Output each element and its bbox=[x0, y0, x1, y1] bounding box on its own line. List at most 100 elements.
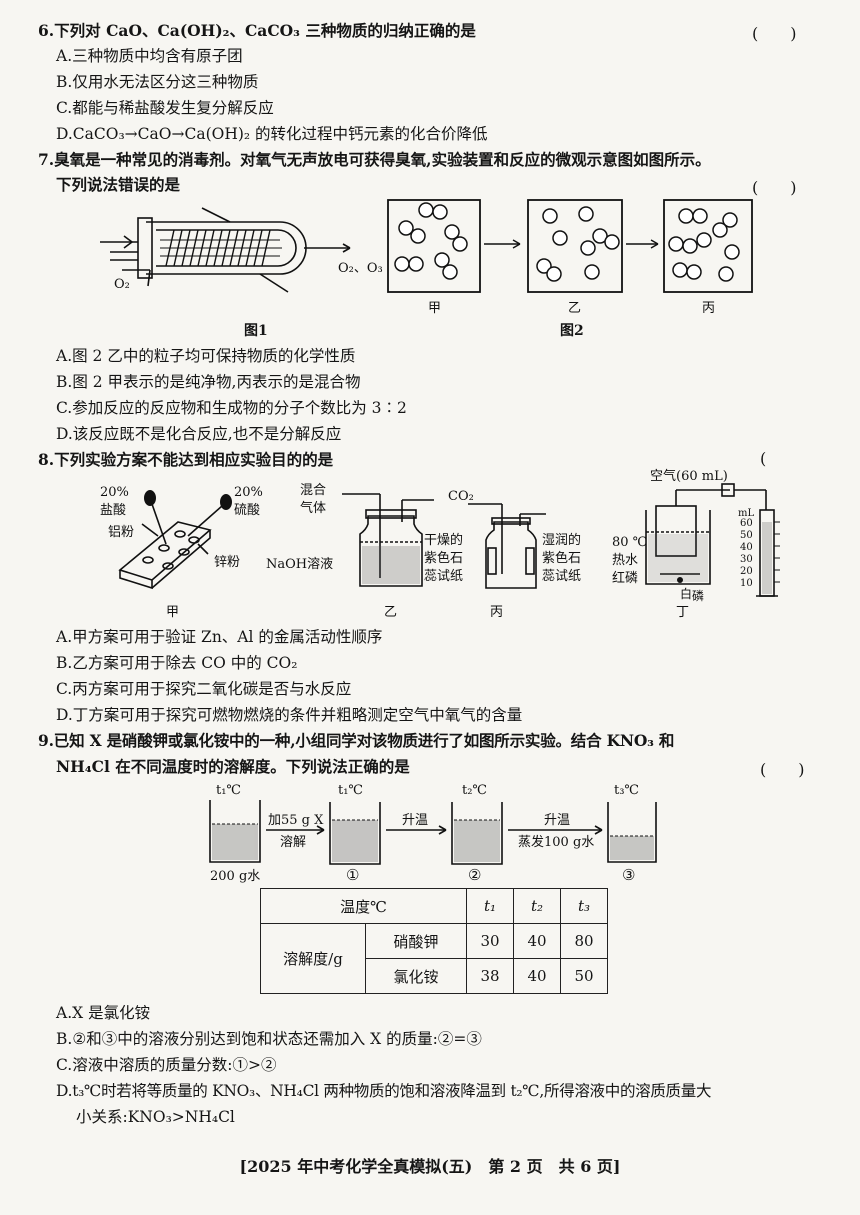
nh4cl-t3: 50 bbox=[560, 958, 608, 994]
beaker3-num: ③ bbox=[622, 866, 635, 884]
bing-dry-line3: 蕊试纸 bbox=[424, 569, 463, 584]
kno3-t2: 40 bbox=[513, 923, 561, 959]
bing-dry-line2: 紫色石 bbox=[424, 550, 463, 566]
q9-stem: 9.已知 X 是硝酸钾或氯化铵中的一种,小组同学对该物质进行了如图所示实验。结合… bbox=[38, 731, 675, 750]
q6-answer-paren[interactable]: ( ) bbox=[752, 24, 797, 43]
jia-acid2-name: 硫酸 bbox=[234, 503, 260, 518]
figure1-caption: 图1 bbox=[244, 323, 268, 339]
q8-yi-apparatus bbox=[342, 493, 434, 587]
fig1-inlet-label: O₂ bbox=[114, 277, 130, 292]
ding-cylinder-ticks bbox=[774, 521, 780, 583]
beaker-3 bbox=[607, 802, 657, 863]
q8-answer-paren[interactable]: ( bbox=[760, 449, 767, 468]
temp-t2: t₂ bbox=[513, 888, 561, 924]
beaker2-num: ② bbox=[468, 866, 481, 884]
jia-acid2-pct: 20% bbox=[234, 485, 263, 500]
ding-tick-60: 60 bbox=[740, 518, 753, 529]
solubility-header: 溶解度/g bbox=[260, 923, 366, 994]
step2-heat: 升温 bbox=[402, 813, 428, 828]
box-bing bbox=[663, 199, 753, 293]
temp-header: 温度℃ bbox=[260, 888, 467, 924]
beaker-start bbox=[209, 800, 261, 863]
box-yi bbox=[527, 199, 623, 293]
beaker-start-temp: t₁℃ bbox=[216, 783, 241, 798]
q7-figure2-molecule-boxes: 甲 乙 丙 bbox=[387, 199, 753, 316]
table-row: 温度℃ t₁ t₂ t₃ bbox=[260, 888, 608, 924]
ding-tick-10: 10 bbox=[740, 578, 753, 589]
box-bing-label: 丙 bbox=[702, 301, 715, 316]
bing-label: 丙 bbox=[490, 605, 503, 620]
q7-option-d: D.该反应既不是化合反应,也不是分解反应 bbox=[56, 425, 342, 443]
box-jia bbox=[387, 199, 481, 293]
q7-answer-paren[interactable]: ( ) bbox=[752, 178, 797, 197]
ding-water: 热水 bbox=[612, 553, 638, 568]
temp-t3: t₃ bbox=[560, 888, 608, 924]
start-water: 200 g水 bbox=[210, 869, 260, 884]
beaker2-temp: t₂℃ bbox=[462, 783, 487, 798]
ding-unit: mL bbox=[738, 508, 754, 519]
q9-answer-paren[interactable]: ( ) bbox=[760, 760, 805, 779]
ding-red-phosphorus: 红磷 bbox=[612, 570, 638, 586]
box-jia-label: 甲 bbox=[428, 301, 441, 316]
step3-heat: 升温 bbox=[544, 813, 570, 828]
kno3-t1: 30 bbox=[466, 923, 514, 959]
bing-wet-line1: 湿润的 bbox=[542, 532, 581, 548]
q6-option-c: C.都能与稀盐酸发生复分解反应 bbox=[56, 99, 274, 117]
q7-option-b: B.图 2 甲表示的是纯净物,丙表示的是混合物 bbox=[56, 373, 361, 391]
q9-option-a: A.X 是氯化铵 bbox=[56, 1004, 151, 1022]
q9-option-d: D.t₃℃时若将等质量的 KNO₃、NH₄Cl 两种物质的饱和溶液降温到 t₂℃… bbox=[56, 1082, 712, 1100]
q7-stem-line2: 下列说法错误的是 bbox=[56, 175, 181, 194]
q8-bing-apparatus bbox=[468, 503, 546, 589]
ding-white-line2: 磷 bbox=[692, 588, 704, 603]
ding-label: 丁 bbox=[676, 605, 689, 620]
bing-wet-line2: 紫色石 bbox=[542, 550, 581, 566]
step3-evaporate: 蒸发100 g水 bbox=[518, 834, 594, 850]
q6-stem: 6.下列对 CaO、Ca(OH)₂、CaCO₃ 三种物质的归纳正确的是 bbox=[38, 21, 476, 40]
ding-tick-40: 40 bbox=[740, 542, 753, 553]
solubility-table: 温度℃ t₁ t₂ t₃ 溶解度/g 硝酸钾 30 40 80 氯化铵 38 4… bbox=[260, 888, 608, 994]
beaker1-temp: t₁℃ bbox=[338, 783, 363, 798]
figure2-caption: 图2 bbox=[560, 323, 584, 339]
q7-option-c: C.参加反应的反应物和生成物的分子个数比为 3∶2 bbox=[56, 399, 407, 417]
nh4cl-t2: 40 bbox=[513, 958, 561, 994]
q7-stem: 7.臭氧是一种常见的消毒剂。对氧气无声放电可获得臭氧,实验装置和反应的微观示意图… bbox=[38, 150, 711, 169]
beaker3-temp: t₃℃ bbox=[614, 783, 639, 798]
bing-dry-line1: 干燥的 bbox=[424, 532, 463, 548]
nh4cl-t1: 38 bbox=[466, 958, 514, 994]
q9-stem-line2: NH₄Cl 在不同温度时的溶解度。下列说法正确的是 bbox=[56, 757, 410, 776]
temp-t1: t₁ bbox=[466, 888, 514, 924]
ding-temp: 80 ℃ bbox=[612, 535, 647, 550]
yi-gas-line1: 混合 bbox=[300, 483, 326, 498]
jia-label: 甲 bbox=[166, 605, 179, 620]
beaker-1 bbox=[329, 802, 381, 865]
page-footer: [2025 年中考化学全真模拟(五) 第 2 页 共 6 页] bbox=[239, 1157, 621, 1176]
q6-option-b: B.仅用水无法区分这三种物质 bbox=[56, 73, 259, 91]
q8-stem: 8.下列实验方案不能达到相应实验目的的是 bbox=[38, 450, 334, 469]
q9-option-c: C.溶液中溶质的质量分数:①>② bbox=[56, 1056, 277, 1074]
jia-acid1-name: 盐酸 bbox=[100, 503, 126, 518]
ding-white-line1: 白 bbox=[680, 586, 692, 601]
q8-option-d: D.丁方案可用于探究可燃物燃烧的条件并粗略测定空气中氧气的含量 bbox=[56, 706, 523, 724]
jia-acid1-pct: 20% bbox=[100, 485, 129, 500]
q6-option-a: A.三种物质中均含有原子团 bbox=[56, 47, 243, 65]
q9-dissolution-process: t₁℃ t₁℃ t₂℃ t₃℃ 200 g水 加55 g X 溶解 升温 升温 … bbox=[209, 783, 657, 884]
yi-gas-line2: 气体 bbox=[300, 500, 326, 516]
ding-tick-20: 20 bbox=[740, 566, 753, 577]
ding-air: 空气(60 mL) bbox=[650, 468, 728, 484]
q8-ding-apparatus bbox=[645, 483, 778, 597]
q8-option-c: C.丙方案可用于探究二氧化碳是否与水反应 bbox=[56, 680, 352, 698]
table-row: 氯化铵 38 40 50 bbox=[261, 958, 608, 994]
jia-metal1: 铝粉 bbox=[108, 525, 134, 540]
fig1-outlet-label: O₂、O₃ bbox=[338, 261, 383, 276]
kno3-name: 硝酸钾 bbox=[365, 923, 467, 959]
jia-metal2: 锌粉 bbox=[214, 555, 240, 570]
ding-tick-50: 50 bbox=[740, 530, 753, 541]
q7-option-a: A.图 2 乙中的粒子均可保持物质的化学性质 bbox=[56, 347, 356, 365]
q9-option-b: B.②和③中的溶液分别达到饱和状态还需加入 X 的质量:②=③ bbox=[56, 1030, 482, 1048]
q8-experiment-figures: 20% 盐酸 20% 硫酸 铝粉 锌粉 甲 混合 气体 NaOH溶液 乙 bbox=[100, 468, 780, 620]
q8-option-b: B.乙方案可用于除去 CO 中的 CO₂ bbox=[56, 654, 298, 672]
nh4cl-name: 氯化铵 bbox=[365, 958, 467, 994]
yi-liquid: NaOH溶液 bbox=[266, 557, 333, 572]
bing-wet-line3: 蕊试纸 bbox=[542, 569, 581, 584]
step1-add: 加55 g X bbox=[268, 813, 324, 828]
